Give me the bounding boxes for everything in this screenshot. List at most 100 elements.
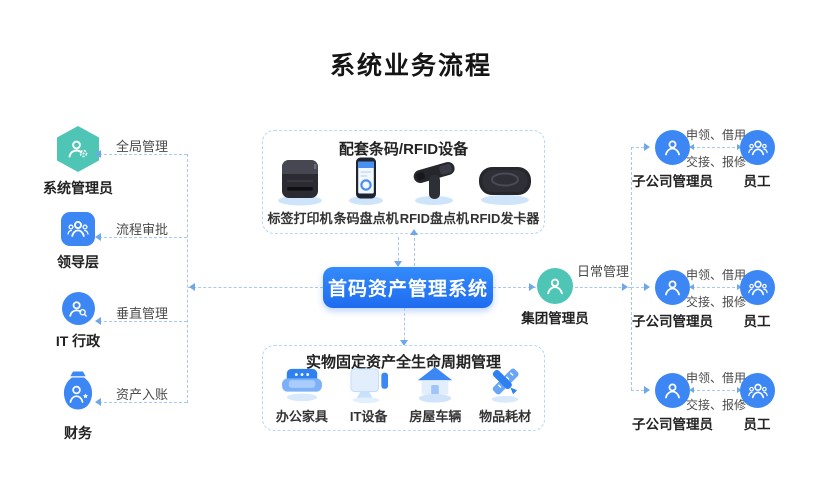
role-it-admin: IT 行政: [28, 292, 128, 351]
connector-line: [187, 154, 188, 403]
role-label: 领导层: [57, 254, 99, 270]
arrowhead-right-icon: [644, 143, 650, 151]
link-bottom-label: 交接、报修: [686, 155, 747, 169]
connector-line: [692, 390, 740, 391]
group-admin-icon: [537, 268, 573, 304]
device-label: 条码盘点机: [333, 211, 399, 226]
lifecycle-box: 实物固定资产全生命周期管理 办公家具 IT设备: [262, 345, 545, 431]
device-rfid-handheld: RFID盘点机: [400, 156, 469, 227]
monitor-icon: [350, 368, 388, 404]
devices-row: 标签打印机 条码盘点机: [267, 156, 540, 227]
connector-line: [99, 154, 187, 155]
subsidiary-admin-icon: [655, 130, 690, 165]
role-leadership: 领导层: [28, 212, 128, 272]
barcode-phone-image: [349, 157, 384, 205]
subsidiary-admin-label: 子公司管理员: [632, 174, 713, 189]
device-barcode-phone: 条码盘点机: [334, 156, 399, 227]
arrowhead-right-icon: [529, 283, 535, 291]
employee-icon: [740, 130, 775, 165]
role-label: 系统管理员: [43, 180, 113, 196]
arrowhead-left-icon: [689, 144, 694, 150]
employee-label: 员工: [743, 417, 771, 432]
lifecycle-box-title: 实物固定资产全生命周期管理: [305, 354, 501, 371]
admin-gear-icon: [57, 126, 99, 172]
role-finance: 财务: [28, 370, 128, 443]
arrowhead-up-icon: [410, 229, 418, 235]
employee-icon: [740, 270, 775, 305]
connector-line: [631, 147, 632, 390]
role-system-admin: 系统管理员: [28, 126, 128, 198]
connector-line: [692, 147, 740, 148]
link-bottom-label: 交接、报修: [686, 398, 747, 412]
arrowhead-left-icon: [95, 398, 101, 406]
connector-line: [99, 321, 187, 322]
arrowhead-left-icon: [95, 150, 101, 158]
house-icon: [418, 366, 453, 403]
arrowhead-right-icon: [622, 283, 628, 291]
leadership-group-icon: [61, 212, 95, 246]
arrowhead-left-icon: [189, 283, 195, 291]
money-bag-icon: [62, 370, 94, 417]
relation-label: 全局管理: [115, 139, 168, 154]
link-top-label: 申领、借用: [686, 268, 747, 282]
arrowhead-right-icon: [737, 387, 742, 393]
role-label: 财务: [64, 425, 92, 441]
device-label-printer: 标签打印机: [268, 156, 333, 227]
connector-line: [631, 287, 649, 288]
page-title: 系统业务流程: [329, 52, 492, 80]
connector-line: [404, 308, 405, 345]
device-label: 标签打印机: [267, 211, 333, 226]
relation-label: 垂直管理: [115, 306, 168, 321]
employee-icon: [740, 373, 775, 408]
lifecycle-row: 办公家具 IT设备 房屋车辆: [267, 366, 540, 425]
link-top-label: 申领、借用: [686, 128, 747, 142]
arrowhead-down-icon: [400, 340, 408, 346]
employee-label: 员工: [743, 314, 771, 329]
lifecycle-label: IT设备: [349, 409, 388, 424]
subsidiary-admin-label: 子公司管理员: [632, 417, 713, 432]
daily-management-label: 日常管理: [576, 264, 629, 279]
connector-line: [414, 233, 415, 266]
rfid-handheld-image: [414, 161, 455, 205]
person-search-icon: [61, 292, 95, 325]
lifecycle-label: 物品耗材: [479, 409, 532, 424]
arrowhead-right-icon: [737, 284, 742, 290]
label-printer-image: [278, 160, 323, 206]
connector-line: [692, 287, 740, 288]
subsidiary-admin-label: 子公司管理员: [632, 314, 713, 329]
device-label: RFID盘点机: [399, 211, 470, 226]
connector-line: [631, 390, 649, 391]
connector-line: [99, 402, 187, 403]
connector-line: [493, 287, 536, 288]
device-rfid-issuer: RFID发卡器: [470, 156, 539, 227]
arrowhead-left-icon: [95, 233, 101, 241]
lifecycle-label: 办公家具: [275, 409, 328, 424]
lifecycle-furniture: 办公家具: [276, 366, 328, 425]
link-top-label: 申领、借用: [686, 371, 747, 385]
device-label: RFID发卡器: [470, 211, 540, 226]
connector-line: [631, 147, 649, 148]
role-label: IT 行政: [55, 333, 101, 349]
group-admin-label: 集团管理员: [521, 311, 589, 326]
rfid-issuer-image: [478, 167, 531, 205]
lifecycle-house-vehicle: 房屋车辆: [409, 366, 461, 425]
connector-line: [575, 287, 631, 288]
arrowhead-right-icon: [644, 386, 650, 394]
arrowhead-down-icon: [394, 261, 402, 267]
connector-line: [398, 237, 399, 266]
sofa-icon: [281, 368, 322, 402]
ruler-pen-icon: [491, 368, 519, 403]
arrowhead-left-icon: [689, 387, 694, 393]
connector-line: [188, 287, 323, 288]
devices-box: 配套条码/RFID设备 标签打印机: [262, 130, 545, 234]
link-bottom-label: 交接、报修: [686, 295, 747, 309]
relation-label: 资产入账: [115, 387, 168, 402]
lifecycle-supplies: 物品耗材: [479, 366, 531, 425]
central-system-node: 首码资产管理系统: [323, 267, 493, 308]
subsidiary-admin-icon: [655, 373, 690, 408]
devices-box-title: 配套条码/RFID设备: [338, 141, 469, 158]
arrowhead-left-icon: [95, 317, 101, 325]
arrowhead-left-icon: [689, 284, 694, 290]
relation-label: 流程审批: [115, 222, 168, 237]
